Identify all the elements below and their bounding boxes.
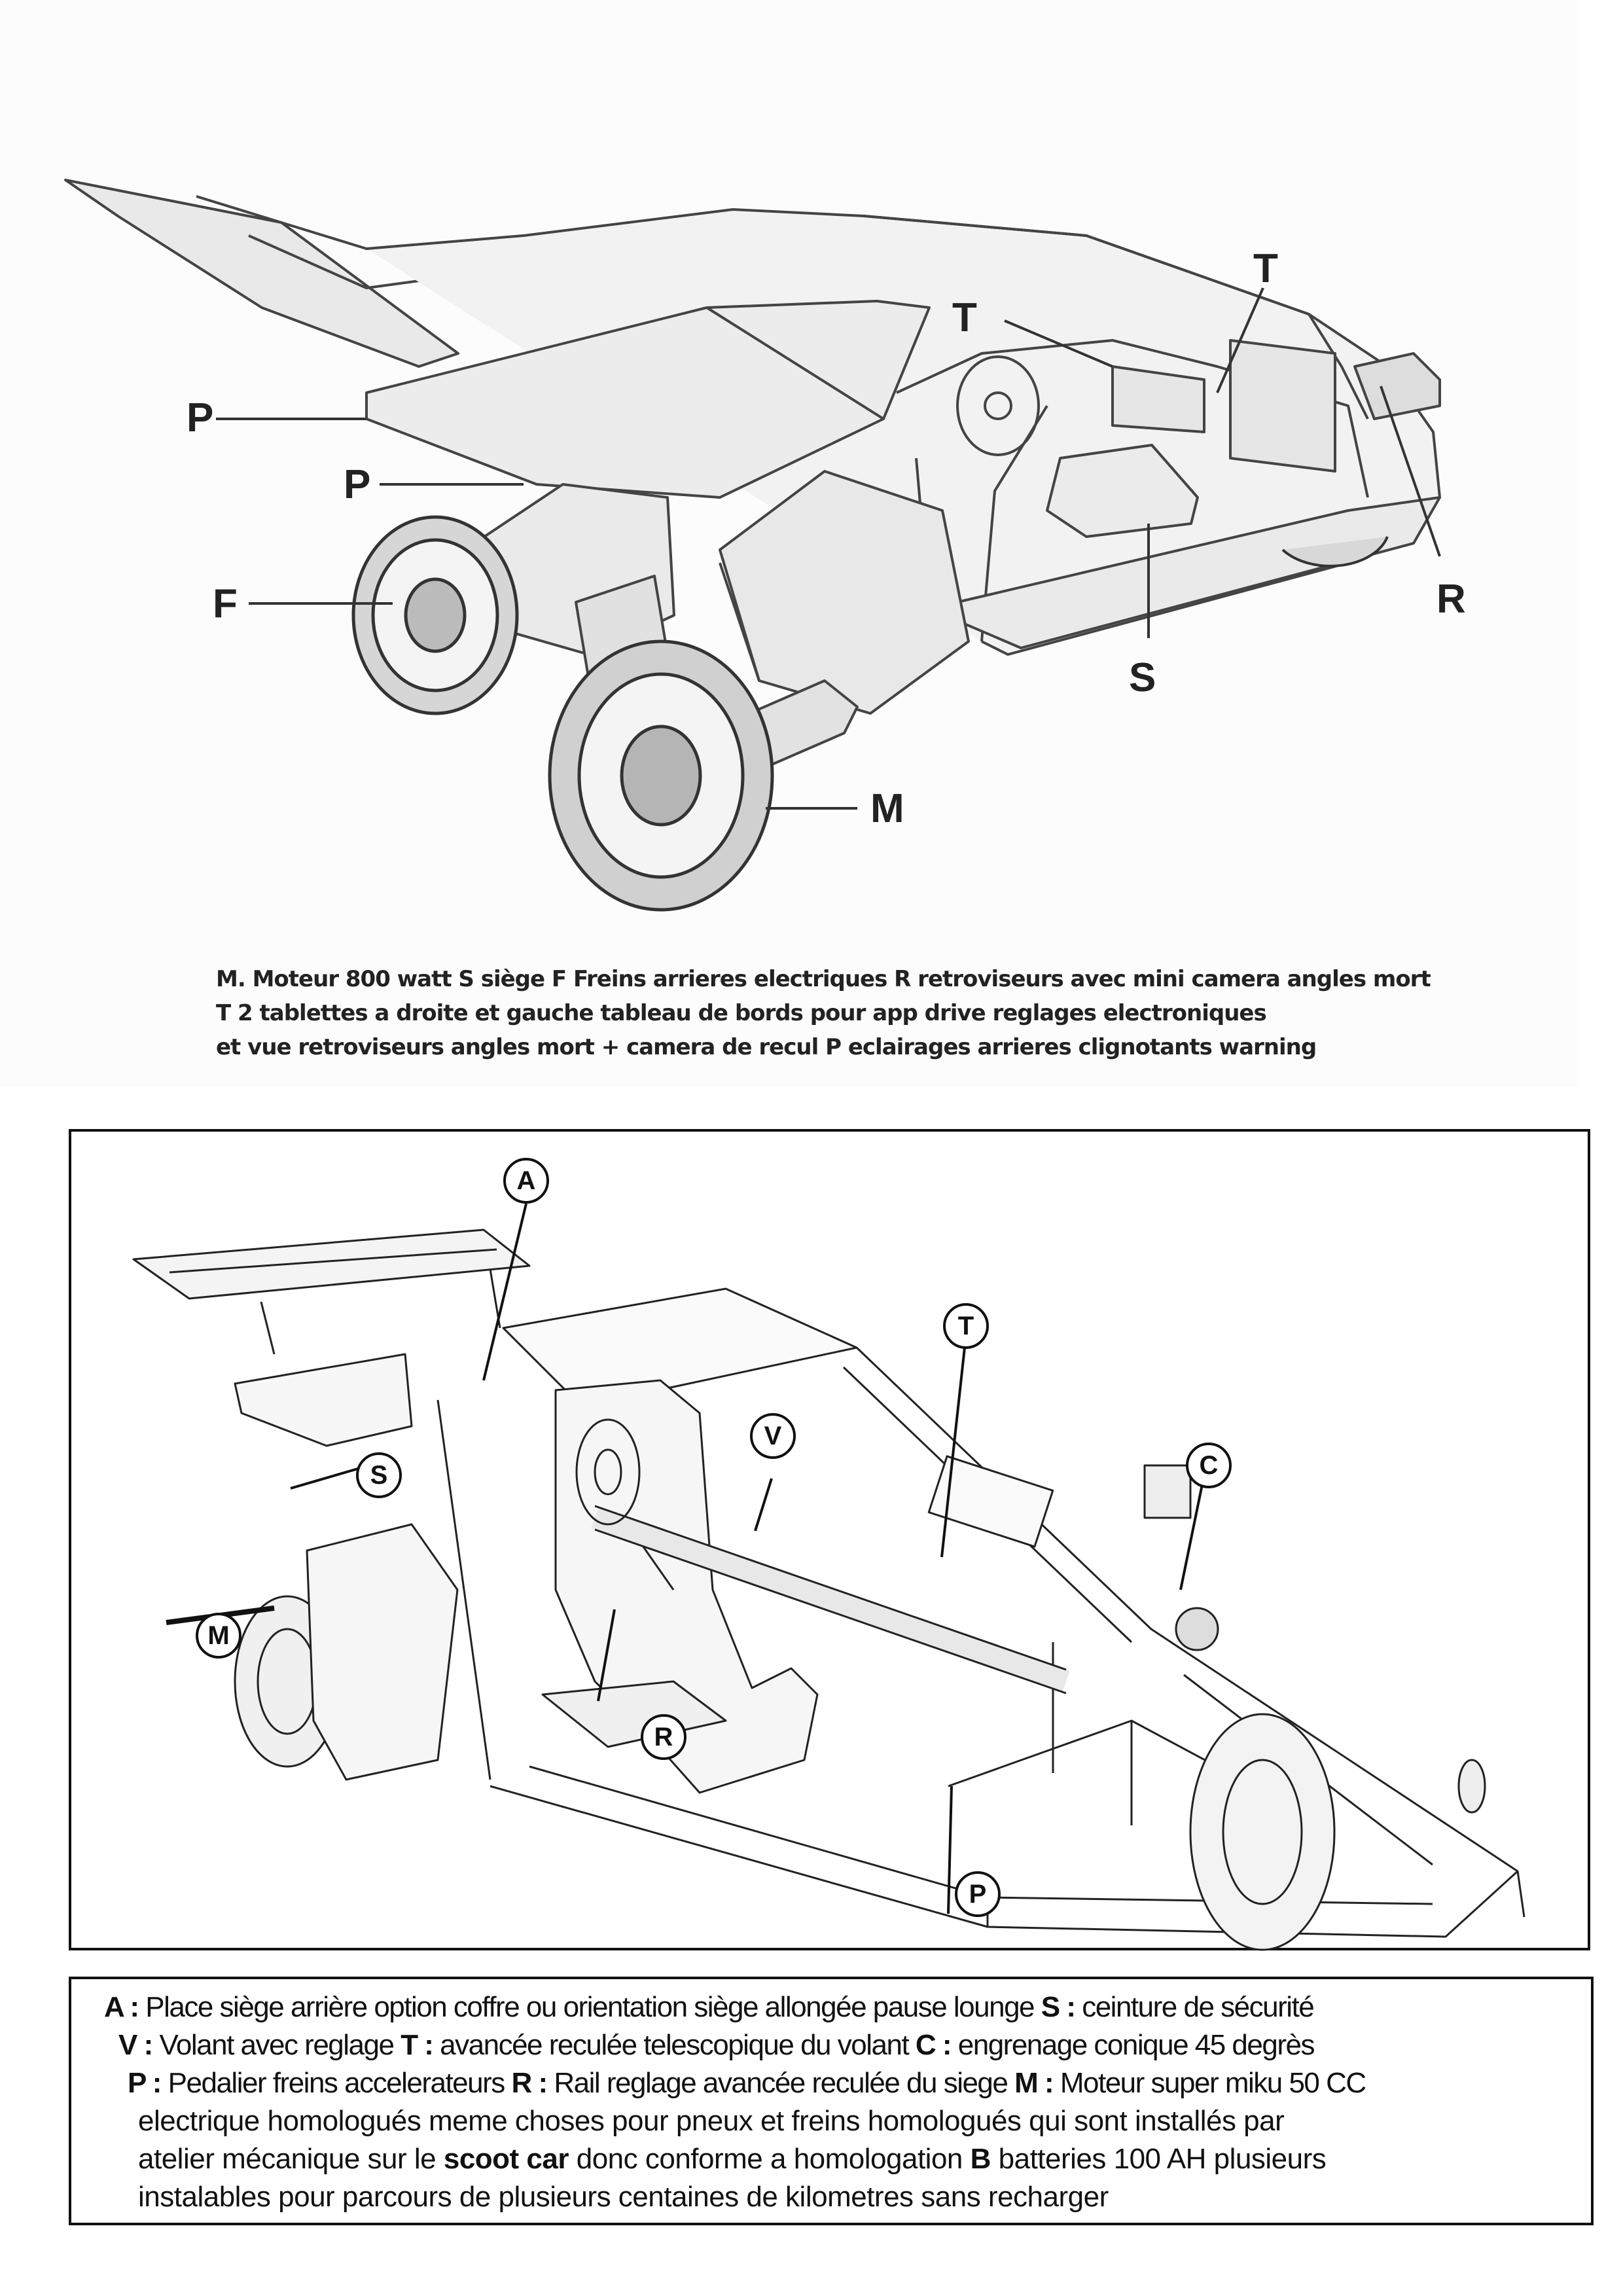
scoot-car-chassis-drawing	[132, 1203, 1525, 1951]
leader-T2	[1216, 287, 1264, 393]
legend-line-1: A : Place siège arrière option coffre ou…	[84, 1988, 1578, 2026]
callout-T1: T	[1253, 246, 1278, 291]
legend-line-5-mid: donc conforme a homologation	[569, 2143, 971, 2175]
bottom-diagram-frame: A T V C S M R P	[69, 1129, 1590, 1951]
legend-text-P: Pedalier freins accelerateurs	[160, 2067, 512, 2099]
legend-line-5-pre: atelier mécanique sur le	[138, 2143, 444, 2175]
legend-key-P: P :	[128, 2067, 162, 2099]
upper-body	[366, 208, 1441, 656]
callout-M: M	[870, 786, 904, 831]
leader-R	[597, 1609, 616, 1702]
steering-wheel	[956, 355, 1040, 456]
legend-text-C: engrenage conique 45 degrès	[951, 2029, 1315, 2061]
leader-T1	[1004, 319, 1113, 368]
legend-line-2: V : Volant avec reglage T : avancée recu…	[84, 2026, 1578, 2064]
callout-T2: T	[952, 295, 977, 340]
legend-key-T: T :	[401, 2029, 434, 2061]
legend-key-A: A :	[104, 1991, 139, 2023]
legend-line-6: instalables pour parcours de plusieurs c…	[138, 2181, 1109, 2213]
seat	[1046, 444, 1199, 538]
callout-F: F	[213, 581, 238, 626]
top-sketch-panel: T T P P F R S M M. Moteur 800 watt S siè…	[0, 0, 1577, 1086]
rear-camera	[1143, 1464, 1192, 1519]
lower-frame-rail	[490, 1785, 1519, 1938]
chassis-front-wheel	[1189, 1713, 1336, 1951]
legend-text-T: avancée reculée telescopique du volant	[433, 2029, 916, 2061]
headlight	[1457, 1759, 1486, 1814]
legend-text-V: Volant avec reglage	[152, 2029, 401, 2061]
callout-circle-P: P	[955, 1871, 1001, 1917]
caption-line-1: M. Moteur 800 watt S siège F Freins arri…	[216, 966, 1431, 992]
callout-P2: P	[344, 462, 371, 507]
callout-R: R	[1436, 577, 1466, 622]
scoot-car-rear-sketch	[64, 179, 1441, 912]
leader-T	[940, 1347, 966, 1558]
legend-key-B: B	[970, 2143, 991, 2175]
chassis-motor-housing	[306, 1523, 459, 1781]
legend-key-V: V :	[118, 2029, 153, 2061]
roof-panel	[502, 1287, 858, 1408]
top-caption: M. Moteur 800 watt S siège F Freins arri…	[216, 962, 1577, 1064]
legend-line-3: P : Pedalier freins accelerateurs R : Ra…	[84, 2064, 1578, 2102]
caption-line-2: T 2 tablettes a droite et gauche tableau…	[216, 1000, 1267, 1026]
legend-text-M: Moteur super miku 50 CC	[1053, 2067, 1366, 2099]
callout-circle-R: R	[641, 1714, 687, 1760]
mirror-camera	[1353, 352, 1441, 420]
legend-scoot-car: scoot car	[443, 2143, 569, 2175]
leader-P	[947, 1785, 953, 1914]
leader-A	[482, 1203, 527, 1381]
right-front-wheel	[1281, 536, 1389, 567]
legend-text-S: ceinture de sécurité	[1075, 1991, 1314, 2023]
leader-R	[1380, 386, 1441, 557]
legend-box: A : Place siège arrière option coffre ou…	[69, 1977, 1594, 2225]
legend-text-R: Rail reglage avancée reculée du siege	[546, 2067, 1015, 2099]
chassis-wing	[132, 1229, 531, 1300]
left-rear-wheel	[351, 515, 519, 715]
callout-circle-C: C	[1186, 1443, 1232, 1488]
rear-wing	[64, 179, 459, 368]
callout-circle-A: A	[503, 1158, 549, 1204]
right-rear-wheel	[548, 639, 774, 912]
caption-line-3: et vue retroviseurs angles mort + camera…	[216, 1034, 1317, 1060]
legend-key-M: M :	[1014, 2067, 1054, 2099]
callout-P1: P	[187, 395, 214, 440]
callout-S: S	[1129, 655, 1156, 700]
leader-V	[754, 1478, 773, 1532]
legend-key-C: C :	[915, 2029, 952, 2061]
callout-circle-S: S	[356, 1452, 402, 1498]
cabin-frame	[863, 215, 1369, 420]
bevel-gear	[1175, 1607, 1219, 1651]
legend-key-S: S :	[1041, 1991, 1076, 2023]
steering-column	[591, 1507, 1070, 1693]
callout-circle-T: T	[943, 1303, 989, 1349]
legend-line-5-post: batteries 100 AH plusieurs	[990, 2143, 1327, 2175]
callout-circle-M: M	[196, 1613, 241, 1659]
legend-text-A: Place siège arrière option coffre ou ori…	[138, 1991, 1041, 2023]
legend-line-4: electrique homologués meme choses pour p…	[138, 2105, 1285, 2137]
legend-line-5: atelier mécanique sur le scoot car donc …	[84, 2140, 1578, 2178]
callout-circle-V: V	[750, 1413, 796, 1459]
chassis-steering-wheel	[575, 1418, 641, 1526]
legend-key-R: R :	[511, 2067, 548, 2099]
